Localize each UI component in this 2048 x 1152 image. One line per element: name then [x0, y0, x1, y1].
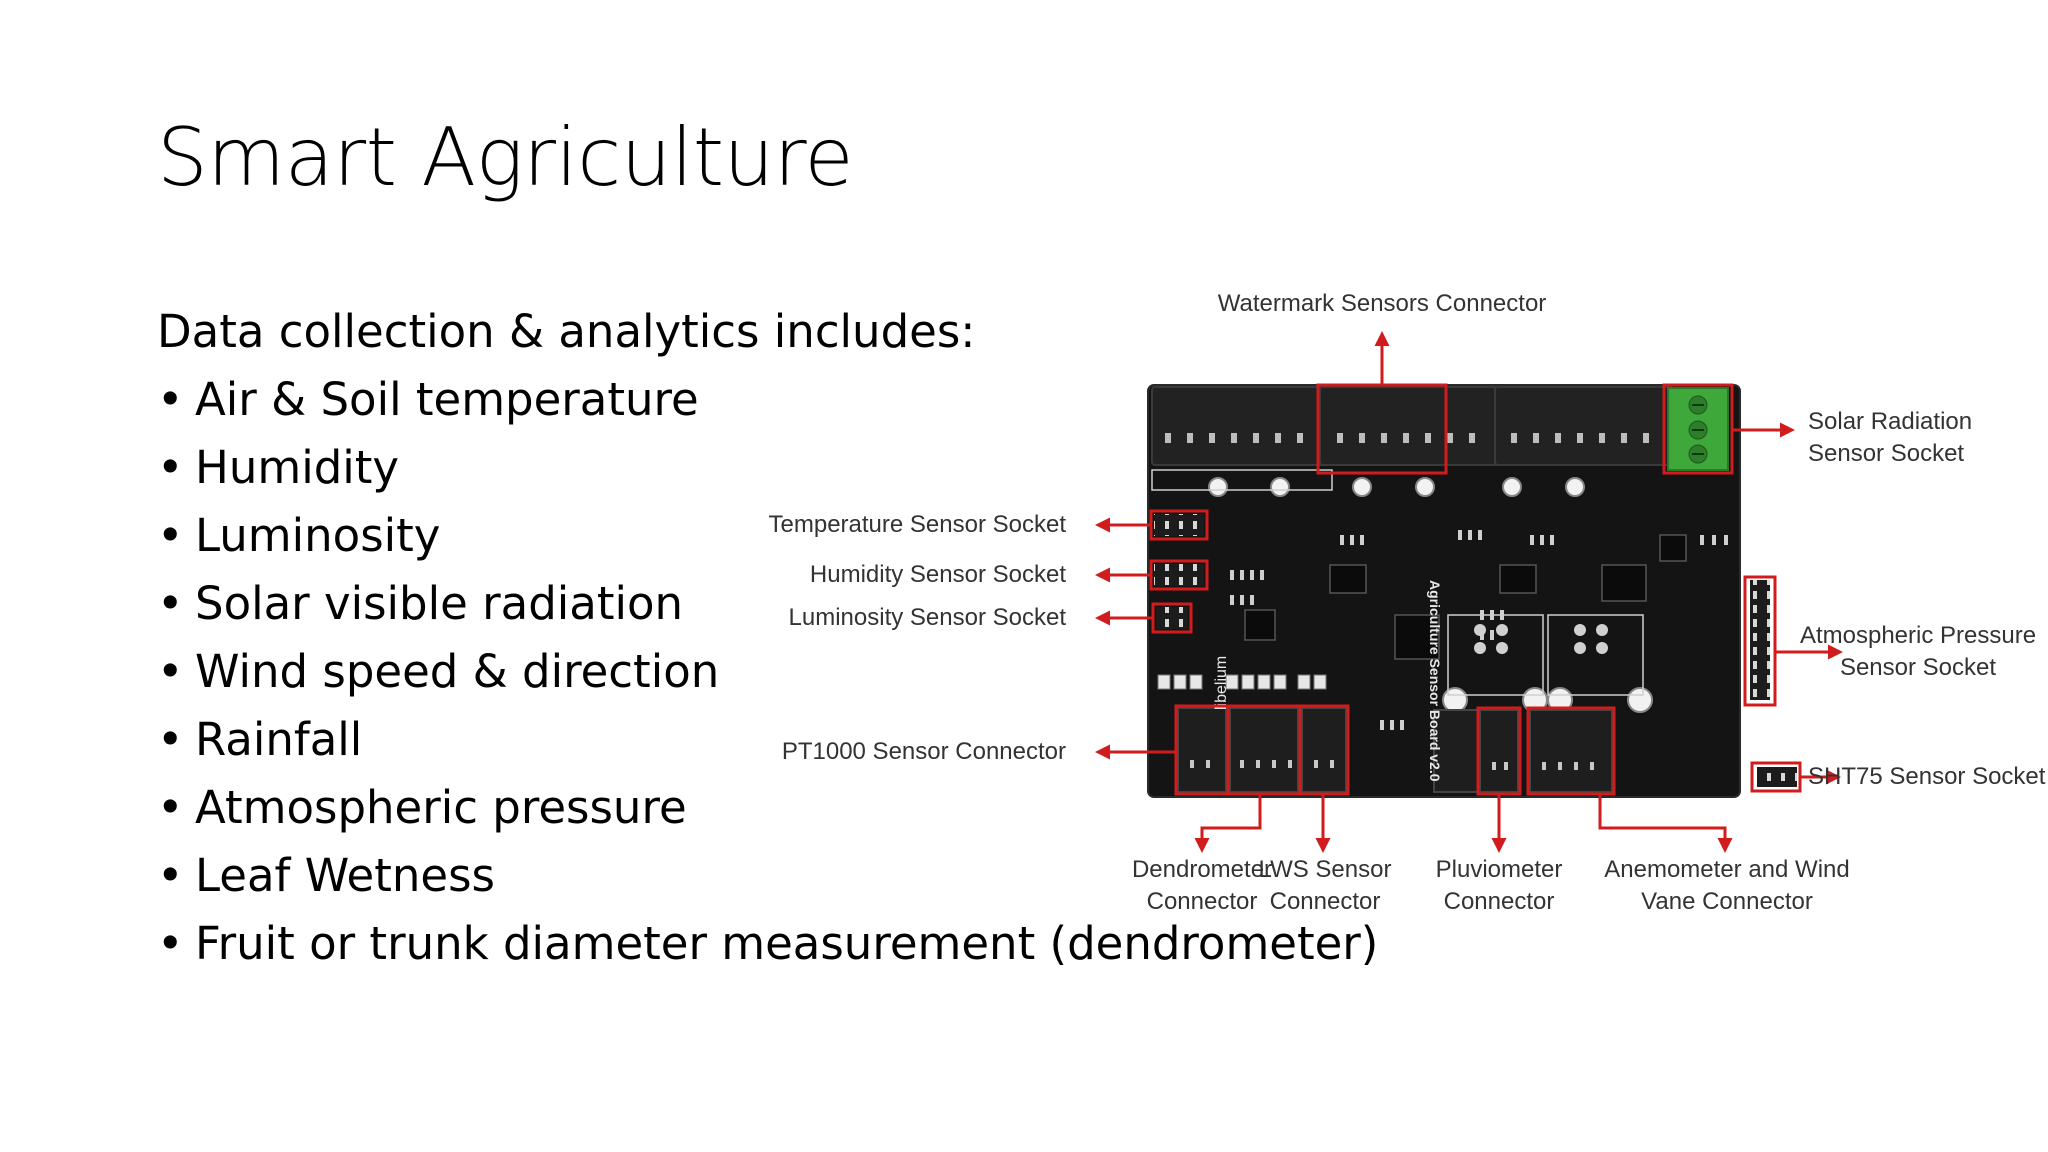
label-sht75-socket: SHT75 Sensor Socket [1808, 763, 2046, 790]
label-anemometer-connector: Anemometer and Wind Vane Connector [1600, 854, 1854, 918]
list-item: •Luminosity [157, 506, 1378, 574]
bullet-marker: • [157, 645, 184, 698]
label-pluviometer-connector: Pluviometer Connector [1424, 854, 1574, 918]
bullet-list: •Air & Soil temperature •Humidity •Lumin… [157, 370, 1378, 982]
label-line: Connector [1443, 888, 1555, 915]
board-name-text: Agriculture Sensor Board v2.0 [1427, 580, 1443, 782]
pin-headers [1154, 514, 1797, 787]
solar-terminal-block [1667, 387, 1729, 471]
label-line: Pluviometer [1435, 856, 1563, 883]
top-terminal-blocks [1151, 386, 1674, 466]
list-item: •Wind speed & direction [157, 642, 1378, 710]
label-line: Connector [1146, 888, 1258, 915]
label-line: Sensor Socket [1839, 654, 1997, 681]
bullet-text: Atmospheric pressure [195, 781, 687, 834]
list-item: •Humidity [157, 438, 1378, 506]
label-atmospheric-pressure: Atmospheric Pressure Sensor Socket [1798, 620, 2038, 684]
label-watermark-connector: Watermark Sensors Connector [1217, 290, 1547, 317]
bullet-text: Solar visible radiation [195, 577, 684, 630]
label-pt1000-connector: PT1000 Sensor Connector [781, 738, 1066, 765]
bullet-marker: • [157, 849, 184, 902]
bottom-connector-pins [1190, 760, 1594, 770]
bullet-text: Air & Soil temperature [195, 373, 699, 426]
mounting-holes [1208, 477, 1653, 713]
list-item: •Leaf Wetness [157, 846, 1378, 914]
intro-text: Data collection & analytics includes: [157, 305, 976, 358]
board-illustration: Agriculture Sensor Board v2.0 libelium [1095, 331, 1843, 853]
bullet-marker: • [157, 917, 184, 970]
label-line: LWS Sensor [1258, 856, 1392, 883]
bullet-text: Leaf Wetness [195, 849, 495, 902]
bullet-marker: • [157, 781, 184, 834]
callout-arrows [1095, 331, 1843, 853]
bullet-marker: • [157, 441, 184, 494]
list-item: •Rainfall [157, 710, 1378, 778]
list-item: •Atmospheric pressure [157, 778, 1378, 846]
bullet-text: Rainfall [195, 713, 363, 766]
brand-text: libelium [1213, 656, 1230, 710]
highlight-atmospheric [1743, 575, 1777, 707]
label-line: Atmospheric Pressure [1799, 622, 2037, 649]
bullet-text: Fruit or trunk diameter measurement (den… [195, 917, 1379, 970]
bullet-marker: • [157, 577, 184, 630]
list-item: •Solar visible radiation [157, 574, 1378, 642]
bottom-connectors [1177, 707, 1613, 793]
bullet-marker: • [157, 509, 184, 562]
label-dendrometer-connector: Dendrometer Connector [1122, 854, 1282, 918]
label-line: Sensor Socket [1808, 440, 1965, 467]
list-item: •Fruit or trunk diameter measurement (de… [157, 914, 1378, 982]
label-lws-connector: LWS Sensor Connector [1255, 854, 1395, 918]
bullet-marker: • [157, 373, 184, 426]
ic-chips [1244, 534, 1687, 660]
bullet-marker: • [157, 713, 184, 766]
bullet-text: Humidity [195, 441, 400, 494]
terminal-pins [1165, 433, 1649, 443]
label-solar-radiation: Solar Radiation Sensor Socket [1808, 406, 1972, 470]
small-pad-squares [1157, 674, 1327, 690]
highlight-anemometer [1526, 706, 1616, 796]
bullet-text: Luminosity [195, 509, 441, 562]
label-line: Solar Radiation [1808, 408, 1973, 435]
bullet-text: Wind speed & direction [195, 645, 720, 698]
label-humidity-socket: Humidity Sensor Socket [809, 561, 1066, 588]
label-temperature-socket: Temperature Sensor Socket [768, 511, 1066, 538]
slide-title: Smart Agriculture [157, 111, 854, 204]
rj-jack-pads [1474, 624, 1608, 654]
label-luminosity-socket: Luminosity Sensor Socket [788, 604, 1066, 631]
label-line: Vane Connector [1641, 888, 1813, 915]
label-line: Dendrometer [1131, 856, 1273, 883]
board-outlines [1151, 469, 1644, 696]
list-item: •Air & Soil temperature [157, 370, 1378, 438]
label-line: Anemometer and Wind [1604, 856, 1850, 883]
label-line: Connector [1269, 888, 1381, 915]
sensor-board-diagram: Agriculture Sensor Board v2.0 libelium [740, 280, 2048, 940]
